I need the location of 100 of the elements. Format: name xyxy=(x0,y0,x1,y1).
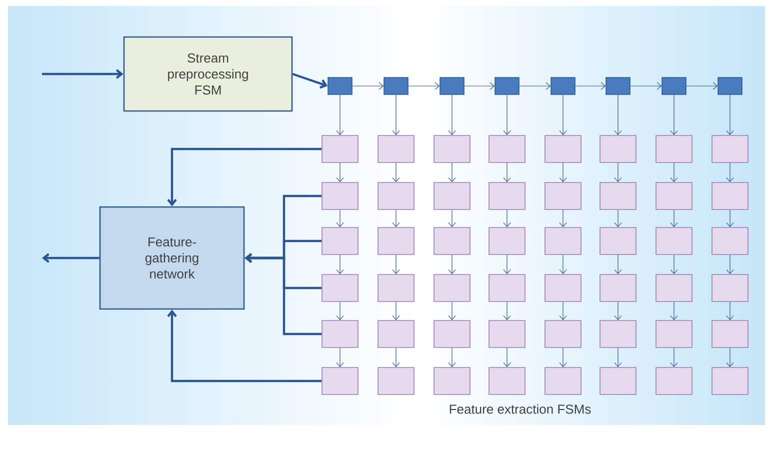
arrow xyxy=(448,94,456,136)
fsm-box xyxy=(434,227,470,255)
fsm-box xyxy=(544,320,582,348)
fsm-box xyxy=(600,367,636,395)
arrow xyxy=(726,94,734,136)
arrow xyxy=(336,302,344,320)
fsm-box xyxy=(322,227,358,255)
arrow xyxy=(503,162,511,182)
fsm-box xyxy=(656,182,692,210)
fsm-box xyxy=(712,182,748,210)
fsm-box xyxy=(544,182,582,210)
arrow xyxy=(670,162,678,182)
arrow xyxy=(614,94,622,136)
fsm-box xyxy=(712,367,748,395)
arrow xyxy=(726,302,734,320)
arrow xyxy=(167,310,322,382)
arrow xyxy=(614,162,622,182)
arrow xyxy=(559,348,567,368)
fsm-box xyxy=(322,135,358,163)
arrow xyxy=(726,162,734,182)
arrow xyxy=(670,254,678,274)
input-arrow xyxy=(42,69,124,79)
fsm-box xyxy=(544,227,582,255)
arrow xyxy=(292,72,328,89)
arrow xyxy=(726,254,734,274)
arrow xyxy=(336,210,344,228)
fsm-box xyxy=(322,274,358,302)
arrow xyxy=(519,82,551,90)
fsm-box xyxy=(434,367,470,395)
fsm-box xyxy=(434,274,470,302)
buffer-square xyxy=(328,77,352,95)
buffer-square xyxy=(718,77,742,95)
arrow xyxy=(670,302,678,320)
fsm-box xyxy=(488,135,526,163)
arrow xyxy=(448,302,456,320)
fsm-box xyxy=(378,274,414,302)
fsm-box xyxy=(600,135,636,163)
fsm-box xyxy=(378,367,414,395)
arrow xyxy=(336,94,344,136)
arrow xyxy=(559,162,567,182)
arrow xyxy=(448,254,456,274)
arrow xyxy=(503,210,511,228)
arrow xyxy=(503,94,511,136)
fsm-box xyxy=(712,320,748,348)
arrow xyxy=(392,94,400,136)
fsm-box xyxy=(656,135,692,163)
fsm-box xyxy=(434,182,470,210)
arrow xyxy=(392,254,400,274)
arrow xyxy=(630,82,662,90)
arrow xyxy=(686,82,718,90)
fsm-box xyxy=(656,274,692,302)
fsm-box xyxy=(544,367,582,395)
arrow xyxy=(352,82,384,90)
buffer-square xyxy=(494,77,520,95)
fsm-box xyxy=(322,367,358,395)
arrow xyxy=(244,253,322,336)
arrow xyxy=(503,348,511,368)
arrow xyxy=(614,302,622,320)
arrow xyxy=(392,348,400,368)
arrow xyxy=(336,254,344,274)
fsm-box xyxy=(322,320,358,348)
network-box: Feature-gathering network xyxy=(99,206,245,310)
fsm-box xyxy=(488,367,526,395)
fsm-box xyxy=(322,182,358,210)
caption-label: Feature extraction FSMs xyxy=(450,404,591,414)
arrow xyxy=(670,348,678,368)
fsm-box xyxy=(378,227,414,255)
arrow xyxy=(614,254,622,274)
arrow xyxy=(726,348,734,368)
fsm-box xyxy=(434,135,470,163)
fsm-box xyxy=(488,227,526,255)
arrow xyxy=(670,94,678,136)
fsm-box xyxy=(378,135,414,163)
buffer-square xyxy=(606,77,630,95)
arrow xyxy=(448,162,456,182)
buffer-square xyxy=(440,77,464,95)
arrow xyxy=(408,82,440,90)
fsm-box xyxy=(434,320,470,348)
fsm-box xyxy=(600,182,636,210)
arrow xyxy=(336,348,344,368)
arrow xyxy=(336,162,344,182)
fsm-box xyxy=(488,274,526,302)
arrow xyxy=(559,210,567,228)
fsm-box xyxy=(544,274,582,302)
fsm-box xyxy=(712,274,748,302)
arrow xyxy=(614,210,622,228)
arrow xyxy=(503,254,511,274)
output-arrow xyxy=(42,253,100,263)
fsm-box xyxy=(656,367,692,395)
fsm-box xyxy=(488,182,526,210)
fsm-box xyxy=(600,227,636,255)
arrow xyxy=(448,210,456,228)
stream-box: Stream preprocessing FSM xyxy=(123,36,293,112)
arrow xyxy=(503,302,511,320)
arrow xyxy=(559,94,567,136)
fsm-box xyxy=(656,227,692,255)
arrow xyxy=(559,302,567,320)
arrow xyxy=(575,82,606,90)
arrow xyxy=(392,162,400,182)
fsm-box xyxy=(600,320,636,348)
